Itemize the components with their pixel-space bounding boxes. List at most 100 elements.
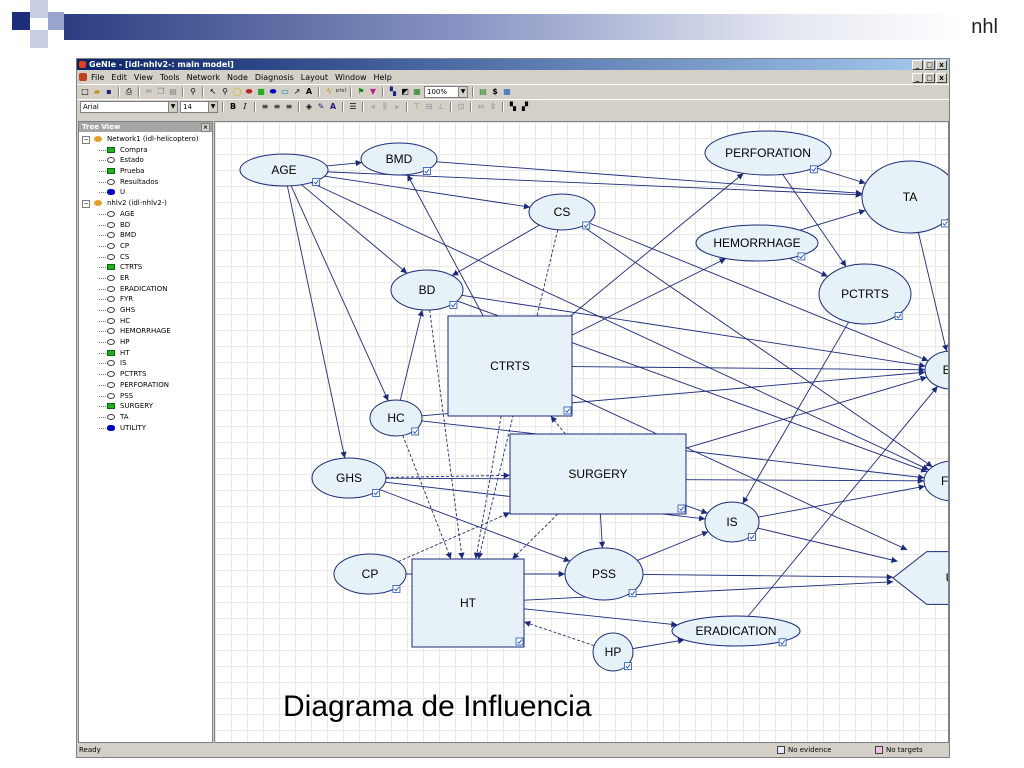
tree-item[interactable]: Prueba — [79, 166, 212, 177]
arc-ctrts-to-hemorrhage[interactable] — [571, 258, 727, 336]
arc-surgery-to-ht[interactable] — [512, 513, 559, 560]
arc-hc-to-ht[interactable] — [402, 435, 452, 560]
node-hemorrhage[interactable]: HEMORRHAGE — [695, 224, 819, 262]
arc-ctrts-to-perforation[interactable] — [570, 172, 744, 317]
node-pss[interactable]: PSS — [564, 547, 644, 601]
align-middle-icon[interactable]: ⊟ — [425, 101, 433, 111]
tree-item[interactable]: IS — [79, 358, 212, 369]
menu-network[interactable]: Network — [186, 72, 220, 82]
node-eradication[interactable]: ERADICATION — [671, 615, 801, 647]
child-close-button[interactable]: x — [936, 73, 947, 83]
arc-age-to-ta[interactable] — [327, 171, 863, 198]
arc-ctrts-to-ht[interactable] — [473, 415, 502, 560]
font-select[interactable]: Arial ▼ — [80, 100, 178, 113]
node-perforation[interactable]: PERFORATION — [704, 130, 832, 176]
arc-cs-to-bd[interactable] — [451, 224, 540, 276]
arc-age-to-fyr[interactable] — [310, 182, 930, 471]
deterministic-node-icon[interactable]: ⬬ — [245, 86, 253, 96]
targets-status[interactable]: No targets — [875, 744, 923, 756]
arc-cp-to-surgery[interactable] — [398, 512, 511, 563]
arc-bd-to-er[interactable] — [461, 294, 926, 369]
maximize-button[interactable]: □ — [924, 60, 935, 70]
node-bd[interactable]: BD — [390, 269, 464, 311]
tree-item[interactable]: PERFORATION — [79, 380, 212, 391]
arc-ghs-to-surgery[interactable] — [385, 472, 511, 479]
node-bmd[interactable]: BMD — [360, 142, 438, 176]
arc-surgery-to-pss[interactable] — [598, 513, 606, 549]
arc-cs-to-ht[interactable] — [476, 229, 559, 560]
open-folder-icon[interactable]: ▰ — [93, 86, 101, 96]
new-file-icon[interactable]: □ — [81, 86, 89, 96]
expand-toggle-icon[interactable]: − — [82, 136, 90, 144]
menu-file[interactable]: File — [91, 72, 105, 82]
menu-node[interactable]: Node — [227, 72, 248, 82]
update-icon[interactable]: ϟ — [326, 86, 332, 96]
tree-item[interactable]: PSS — [79, 391, 212, 402]
node-fyr[interactable]: FYR — [923, 460, 948, 502]
dollar-icon[interactable]: $ — [492, 86, 498, 96]
tree-item[interactable]: UTILITY — [79, 423, 212, 434]
arc-hp-to-ht[interactable] — [523, 620, 595, 647]
tree-item[interactable]: ERADICATION — [79, 284, 212, 295]
copy-icon[interactable]: ❐ — [157, 86, 165, 96]
bring-front-icon[interactable]: ▚ — [509, 101, 517, 111]
tree-item[interactable]: U — [79, 187, 212, 198]
evidence-status[interactable]: No evidence — [777, 744, 831, 756]
tree-item[interactable]: FYR — [79, 294, 212, 305]
align-bottom-icon[interactable]: ⊥ — [437, 101, 445, 111]
node-age[interactable]: AGE — [239, 153, 329, 187]
menu-view[interactable]: View — [133, 72, 153, 82]
tree-item[interactable]: CS — [79, 252, 212, 263]
arc-ctrts-to-bmd[interactable] — [406, 174, 484, 317]
node-ht[interactable]: HT — [411, 558, 525, 648]
arc-hemorrhage-to-ta[interactable] — [799, 209, 866, 231]
arc-surgery-to-er[interactable] — [685, 375, 928, 449]
tree-item[interactable]: TA — [79, 412, 212, 423]
arc-hemorrhage-to-pctrts[interactable] — [789, 257, 828, 277]
line-width-icon[interactable]: ☰ — [349, 101, 357, 111]
node-is[interactable]: IS — [704, 501, 760, 543]
text-tool-icon[interactable]: A — [305, 86, 313, 96]
arc-ghs-to-pss[interactable] — [379, 489, 571, 562]
tree-item[interactable]: −nhlv2 (idl-nhlv2-) — [79, 198, 212, 209]
arc-cs-to-fyr[interactable] — [582, 225, 933, 468]
select-pointer-icon[interactable]: ↖ — [209, 86, 217, 96]
italic-icon[interactable]: I — [243, 101, 247, 111]
arc-bd-to-ht[interactable] — [429, 309, 465, 560]
chance-node-icon[interactable]: ◯ — [232, 86, 242, 96]
close-icon[interactable]: × — [201, 123, 210, 132]
node-ta[interactable]: TA — [861, 160, 948, 234]
menu-tools[interactable]: Tools — [159, 72, 180, 82]
arc-ctrts-to-utility[interactable] — [571, 394, 908, 551]
node-cp[interactable]: CP — [333, 553, 407, 595]
arc-hc-to-bd[interactable] — [399, 309, 424, 401]
tree-item[interactable]: CP — [79, 241, 212, 252]
arc-pss-to-utility[interactable] — [642, 573, 894, 581]
line-color-icon[interactable]: ✎ — [317, 101, 325, 111]
node-hc[interactable]: HC — [369, 399, 423, 437]
paste-icon[interactable]: ▤ — [169, 86, 177, 96]
tree-item[interactable]: CTRTS — [79, 262, 212, 273]
decision-node-icon[interactable]: ■ — [257, 86, 265, 96]
tree-item[interactable]: SURGERY — [79, 401, 212, 412]
tree-item[interactable]: Estado — [79, 155, 212, 166]
tree-item[interactable]: ER — [79, 273, 212, 284]
font-color-icon[interactable]: A — [329, 101, 337, 111]
minimize-button[interactable]: _ — [912, 60, 923, 70]
arc-pss-to-is[interactable] — [637, 531, 709, 561]
graph-icon[interactable]: ◩ — [401, 86, 409, 96]
font-size-select[interactable]: 14 ▼ — [180, 100, 218, 113]
tree-item[interactable]: BD — [79, 220, 212, 231]
tree-item[interactable]: HEMORRHAGE — [79, 326, 212, 337]
filter-icon[interactable]: ▼ — [369, 86, 377, 96]
node-ctrts[interactable]: CTRTS — [447, 315, 573, 417]
node-pctrts[interactable]: PCTRTS — [818, 263, 912, 325]
tree-item[interactable]: Compra — [79, 145, 212, 156]
tree-item[interactable]: AGE — [79, 209, 212, 220]
same-height-icon[interactable]: ⇕ — [489, 101, 497, 111]
send-back-icon[interactable]: ▞ — [521, 101, 529, 111]
tree-item[interactable]: Resultados — [79, 177, 212, 188]
cut-icon[interactable]: ✂ — [145, 86, 153, 96]
node-er[interactable]: ER — [924, 350, 948, 390]
node-utility[interactable]: UTILITY — [892, 551, 948, 605]
